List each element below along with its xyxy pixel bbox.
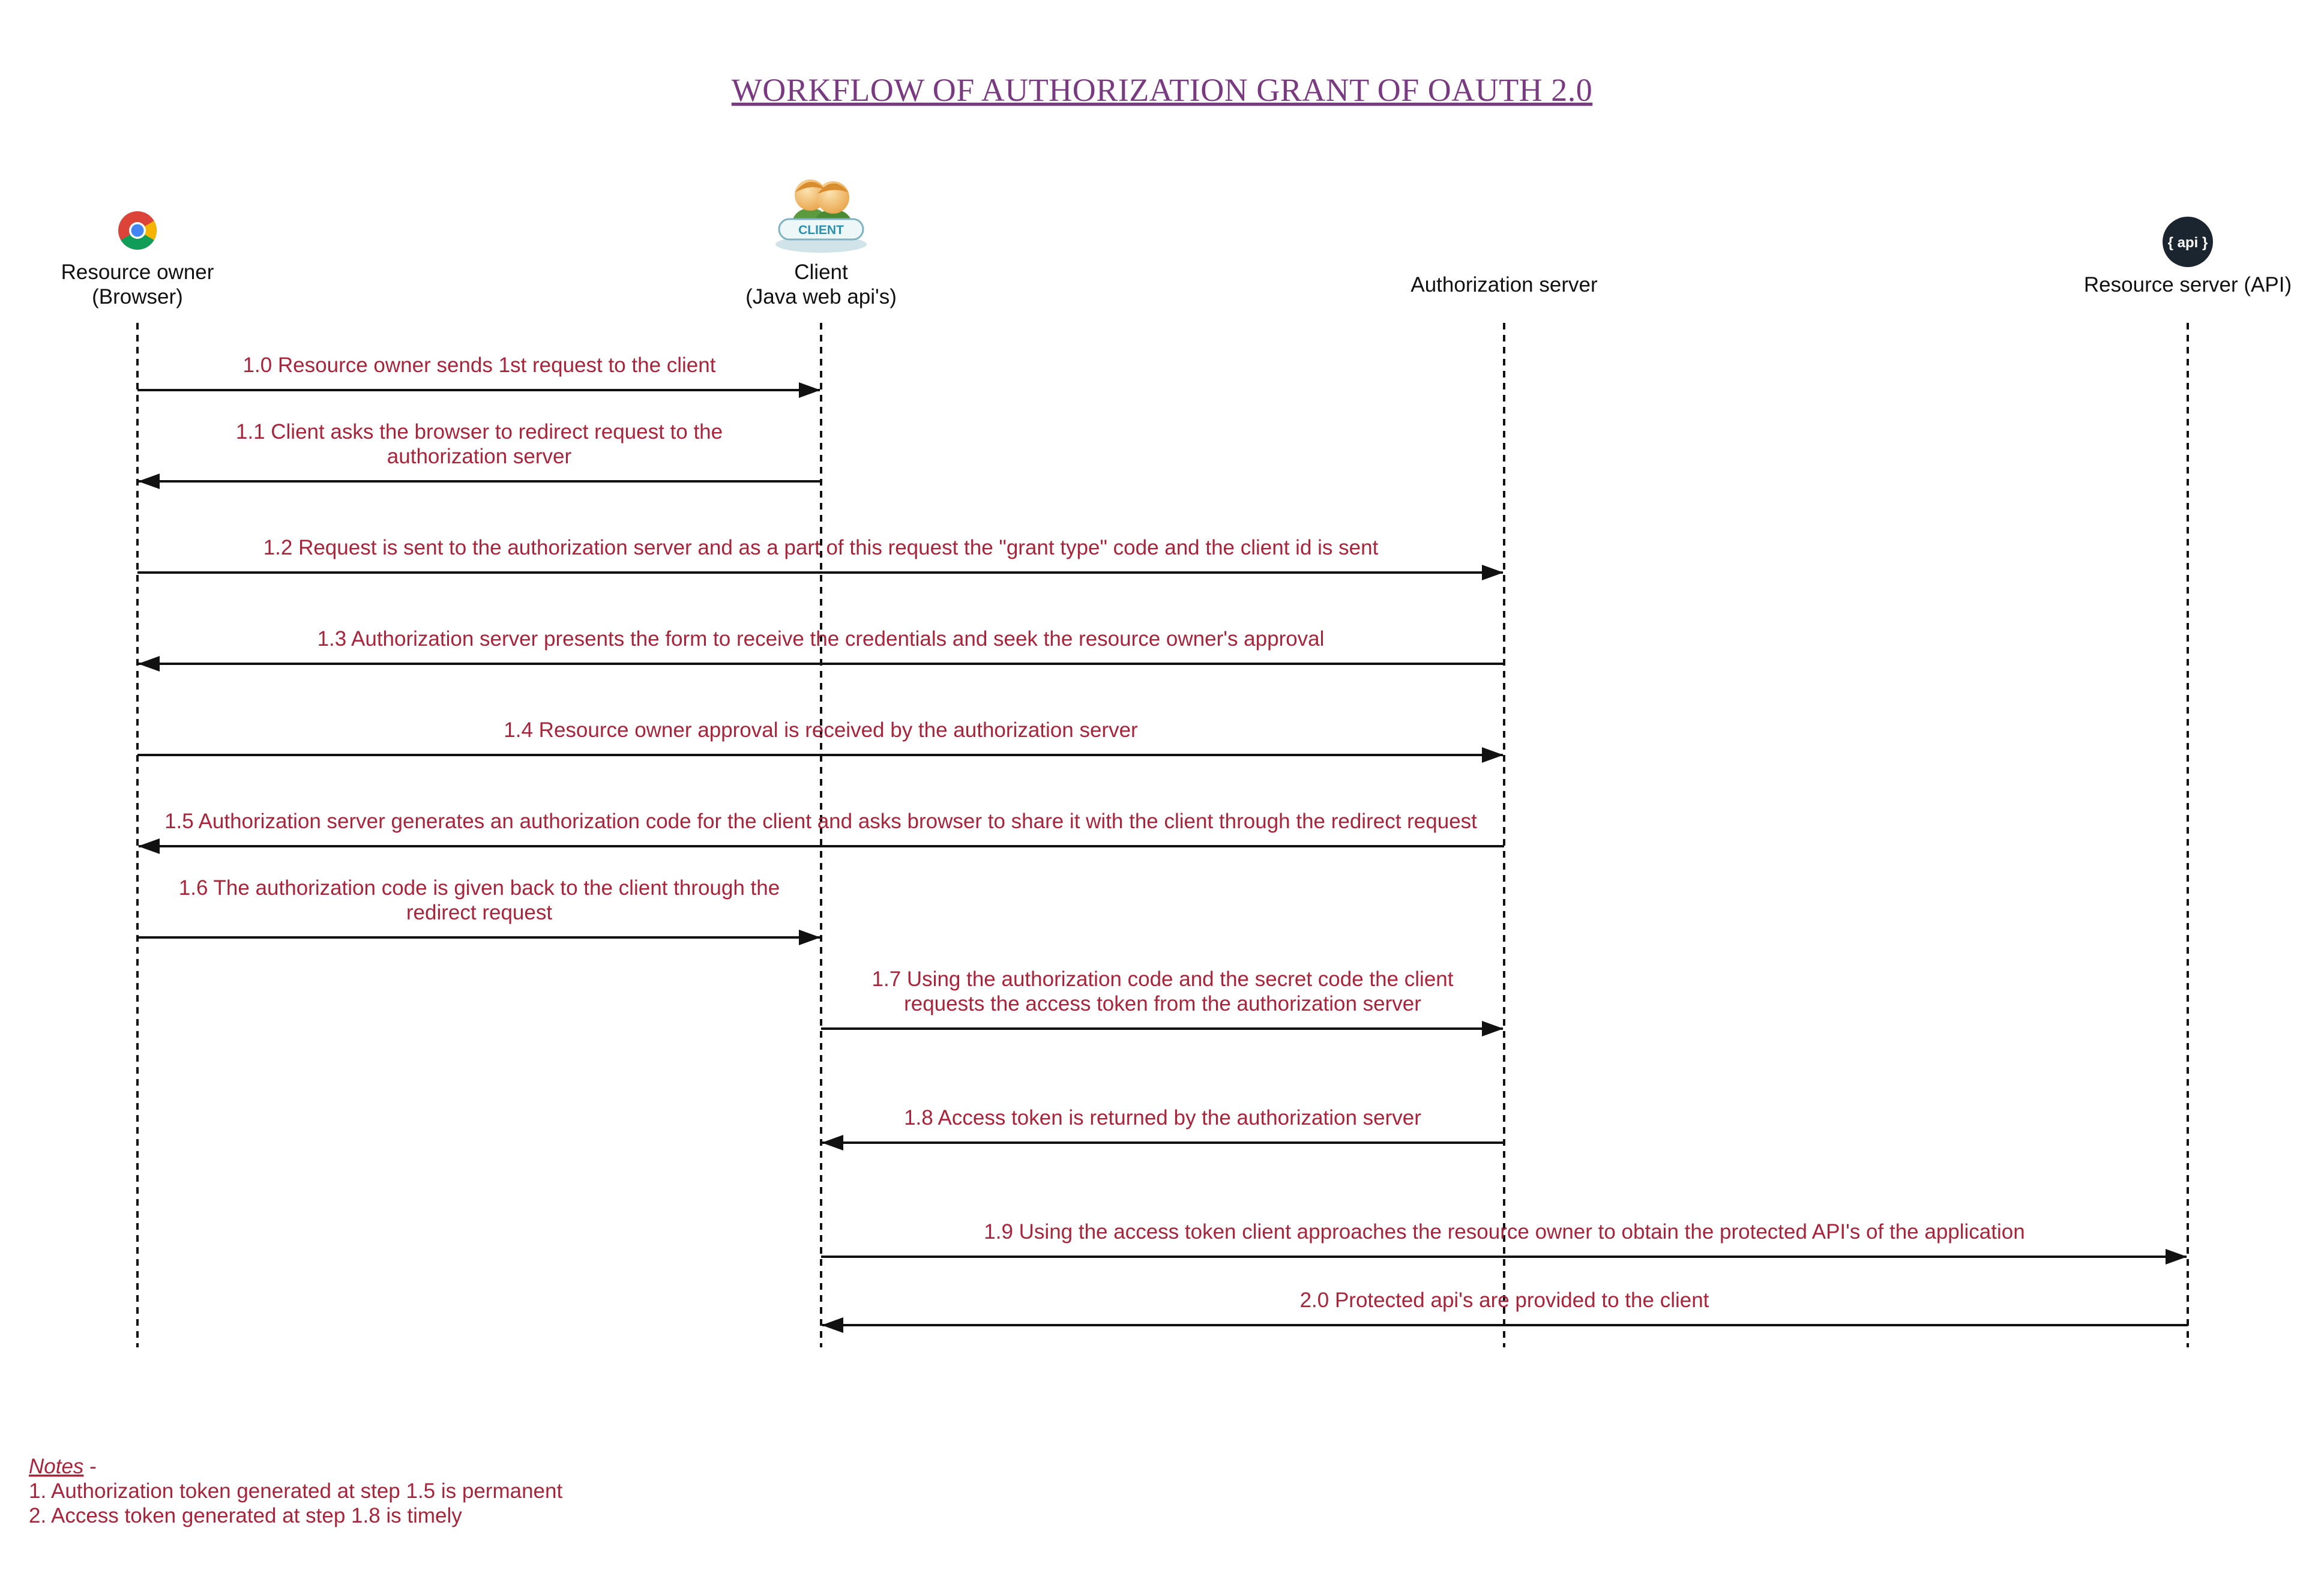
message-label: authorization server <box>387 445 572 468</box>
message-1-9: 1.9 Using the access token client approa… <box>821 1220 2187 1265</box>
client-users-icon: CLIENT <box>775 179 867 253</box>
message-label: 1.1 Client asks the browser to redirect … <box>236 420 723 444</box>
message-label: 1.7 Using the authorization code and the… <box>872 967 1454 991</box>
message-label: redirect request <box>406 901 552 924</box>
message-label: 1.6 The authorization code is given back… <box>179 876 780 900</box>
message-1-5: 1.5 Authorization server generates an au… <box>138 810 1504 854</box>
messages-group: 1.0 Resource owner sends 1st request to … <box>137 353 2188 1333</box>
message-1-7: 1.7 Using the authorization code and the… <box>821 967 1504 1036</box>
note-item-2: 2. Access token generated at step 1.8 is… <box>29 1504 462 1527</box>
message-1-2: 1.2 Request is sent to the authorization… <box>137 536 1504 580</box>
notes: Notes - 1. Authorization token generated… <box>29 1455 562 1527</box>
chrome-icon <box>118 211 157 250</box>
actor-owner-label-line1: Resource owner <box>61 260 214 284</box>
actor-authorization-server: Authorization server <box>1410 273 1598 296</box>
diagram-title: WORKFLOW OF AUTHORIZATION GRANT OF OAUTH… <box>732 72 1593 108</box>
actor-client-label-line1: Client <box>794 260 848 284</box>
actor-resource-label: Resource server (API) <box>2084 273 2292 296</box>
actor-resource-owner: Resource owner (Browser) <box>61 211 214 308</box>
message-label: 2.0 Protected api's are provided to the … <box>1300 1289 1709 1312</box>
actor-auth-label: Authorization server <box>1410 273 1598 296</box>
api-icon: { api } <box>2163 217 2213 267</box>
client-badge-text: CLIENT <box>798 223 844 237</box>
note-item-1: 1. Authorization token generated at step… <box>29 1479 562 1503</box>
message-1-0: 1.0 Resource owner sends 1st request to … <box>137 353 820 398</box>
notes-heading-line: Notes - <box>29 1455 97 1478</box>
api-badge-text: { api } <box>2168 235 2208 251</box>
message-label: 1.2 Request is sent to the authorization… <box>263 536 1379 559</box>
actor-resource-server: { api } Resource server (API) <box>2084 217 2292 296</box>
notes-heading-suffix: - <box>83 1455 96 1478</box>
message-1-1: 1.1 Client asks the browser to redirect … <box>138 420 821 489</box>
message-1-8: 1.8 Access token is returned by the auth… <box>822 1106 1504 1150</box>
message-label: 1.5 Authorization server generates an au… <box>164 810 1477 833</box>
message-1-4: 1.4 Resource owner approval is received … <box>137 718 1504 763</box>
notes-heading: Notes <box>29 1455 83 1478</box>
actor-client-label-line2: (Java web api's) <box>745 285 897 308</box>
message-label: 1.9 Using the access token client approa… <box>984 1220 2024 1244</box>
message-label: 1.4 Resource owner approval is received … <box>504 718 1138 742</box>
message-label: requests the access token from the autho… <box>904 992 1421 1015</box>
message-label: 1.0 Resource owner sends 1st request to … <box>243 353 716 377</box>
actor-client: CLIENT Client (Java web api's) <box>745 179 897 308</box>
message-2-0: 2.0 Protected api's are provided to the … <box>822 1289 2188 1333</box>
message-1-3: 1.3 Authorization server presents the fo… <box>138 627 1504 672</box>
message-label: 1.8 Access token is returned by the auth… <box>904 1106 1421 1129</box>
actor-owner-label-line2: (Browser) <box>92 285 183 308</box>
message-label: 1.3 Authorization server presents the fo… <box>318 627 1325 651</box>
message-1-6: 1.6 The authorization code is given back… <box>137 876 820 945</box>
